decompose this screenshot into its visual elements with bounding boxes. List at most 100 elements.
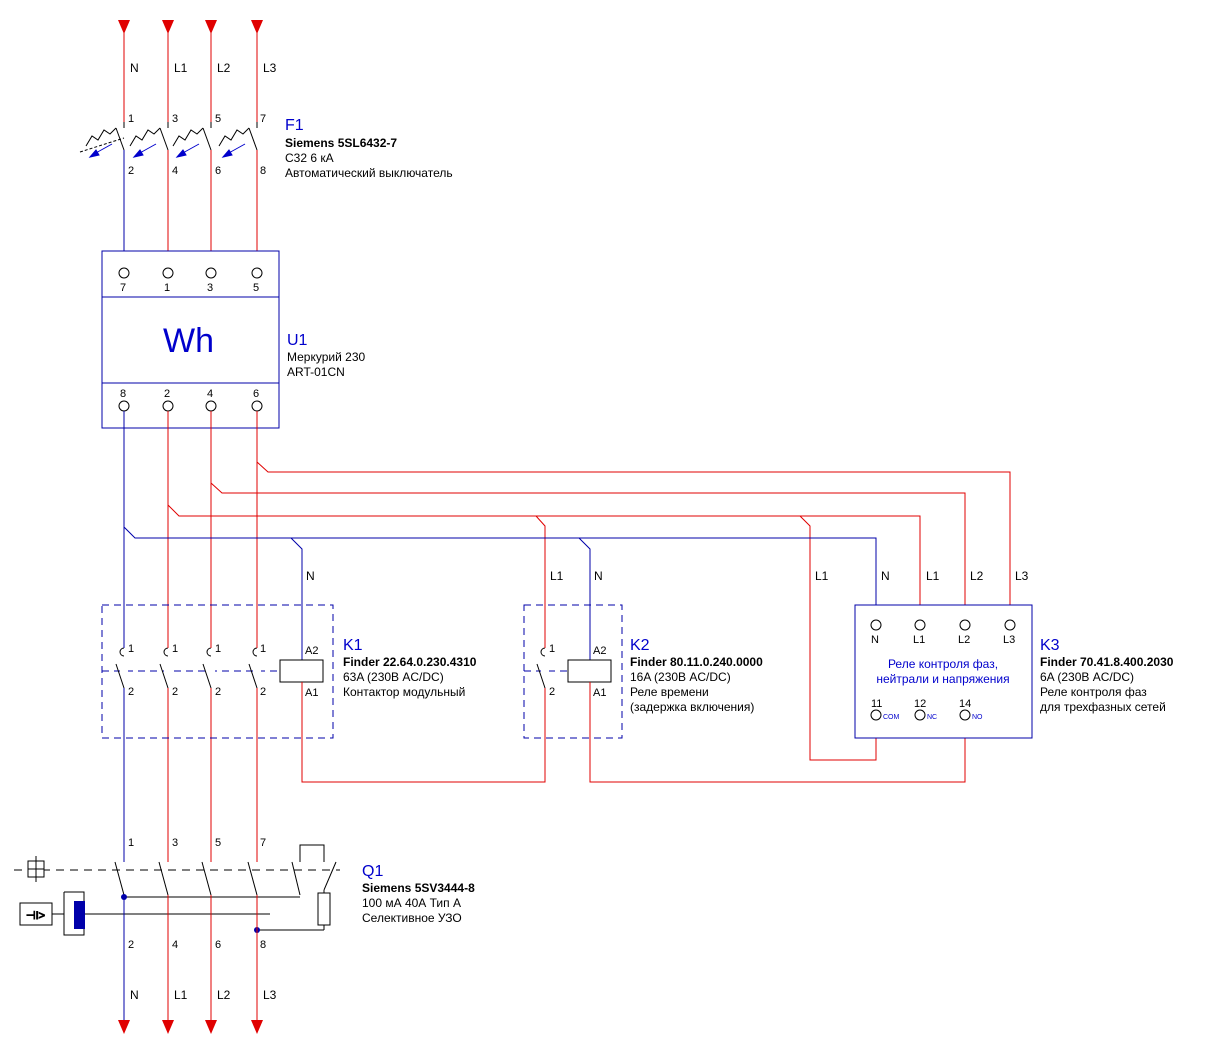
f1-trip-arrows (88, 143, 246, 158)
q1-terminal-top-3: 3 (172, 837, 178, 849)
u1-terminal-bottom-2: 2 (164, 388, 170, 400)
k2-coil-a2: A2 (593, 645, 606, 657)
f1-terminal-top-7: 7 (260, 113, 266, 125)
f1-description: Автоматический выключатель (285, 166, 453, 180)
k2-rating: 16A (230В AC/DC) (630, 670, 731, 684)
f1-terminal-bottom-2: 2 (128, 165, 134, 177)
q1-terminal-bottom-8: 8 (260, 939, 266, 951)
k1-contact-top-l3: 1 (260, 643, 266, 655)
q1-rating: 100 мА 40А Тип А (362, 896, 461, 910)
k3-wire-label-n: N (881, 569, 890, 583)
f1-breaker-symbol (79, 122, 258, 153)
k3-contact-14: 14 (959, 698, 971, 710)
u1-designator: U1 (287, 332, 308, 349)
branch-wiring (123, 461, 1011, 783)
k2-contact-top: 1 (549, 643, 555, 655)
k1-contacts (115, 640, 261, 700)
k1-coil-wire-label: N (306, 569, 315, 583)
u1-model-line2: ART-01CN (287, 365, 345, 379)
k1-coil-a2: A2 (305, 645, 318, 657)
q1-terminal-top-5: 5 (215, 837, 221, 849)
u1-terminal-bottom-8: 8 (120, 388, 126, 400)
k1-contact-bottom-l1: 2 (172, 686, 178, 698)
output-label-l3: L3 (263, 988, 277, 1002)
u1-wh-symbol: Wh (163, 322, 214, 360)
k3-wire-label-l3: L3 (1015, 569, 1029, 583)
q1-terminal-top-7: 7 (260, 837, 266, 849)
output-label-l1: L1 (174, 988, 188, 1002)
q1-core (74, 901, 85, 929)
k1-description: Контактор модульный (343, 685, 465, 699)
k1-model: Finder 22.64.0.230.4310 (343, 655, 477, 669)
k1-rating: 63A (230В AC/DC) (343, 670, 444, 684)
k3-contact-nc: NC (927, 714, 937, 721)
q1-designator: Q1 (362, 863, 383, 880)
k3-contact-com: COM (883, 714, 900, 721)
k1-frame (101, 604, 334, 739)
k1-coil (279, 659, 324, 683)
output-label-n: N (130, 988, 139, 1002)
k1-designator: K1 (343, 637, 363, 654)
f1-terminal-bottom-4: 4 (172, 165, 178, 177)
output-label-l2: L2 (217, 988, 231, 1002)
k3-designator: K3 (1040, 637, 1060, 654)
k2-wire-phase-label: L1 (550, 569, 564, 583)
k3-wire-label-l1: L1 (926, 569, 940, 583)
u1-meter-box (101, 250, 280, 429)
f1-terminal-top-5: 5 (215, 113, 221, 125)
k3-input-n: N (871, 634, 879, 646)
q1-model: Siemens 5SV3444-8 (362, 881, 475, 895)
input-label-n: N (130, 61, 139, 75)
k3-wire-label-l2: L2 (970, 569, 984, 583)
k2-coil-a1: A1 (593, 687, 606, 699)
k3-input-l2: L2 (958, 634, 970, 646)
k2-description-line2: (задержка включения) (630, 700, 754, 714)
q1-terminal-bottom-4: 4 (172, 939, 178, 951)
k3-terminals (870, 619, 1016, 721)
k3-description-line1: Реле контроля фаз (1040, 685, 1147, 699)
k2-wire-neutral-label: N (594, 569, 603, 583)
f1-rating: C32 6 кА (285, 151, 334, 165)
k3-contact-no: NO (972, 714, 983, 721)
main-lines (123, 411, 258, 862)
input-arrows (118, 20, 263, 34)
k3-input-l3: L3 (1003, 634, 1015, 646)
lines-f1-u1 (123, 150, 258, 268)
input-label-l1: L1 (174, 61, 188, 75)
k3-model: Finder 70.41.8.400.2030 (1040, 655, 1174, 669)
k3-input-l1: L1 (913, 634, 925, 646)
u1-model-line1: Меркурий 230 (287, 350, 365, 364)
k1-contact-top-l1: 1 (172, 643, 178, 655)
k1-contact-colored (123, 630, 258, 720)
k3-contact-11: 11 (871, 698, 882, 710)
k2-frame (523, 604, 623, 739)
f1-terminal-bottom-6: 6 (215, 165, 221, 177)
k1-contact-bottom-n: 2 (128, 686, 134, 698)
q1-terminal-top-1: 1 (128, 837, 134, 849)
k2-description-line1: Реле времени (630, 685, 709, 699)
k2-model: Finder 80.11.0.240.0000 (630, 655, 763, 669)
k1-contact-top-n: 1 (128, 643, 134, 655)
k3-contact-12: 12 (914, 698, 926, 710)
q1-description: Селективное УЗО (362, 911, 462, 925)
k3-description-line2: для трехфазных сетей (1040, 700, 1166, 714)
k2-designator: K2 (630, 637, 650, 654)
u1-terminal-bottom-6: 6 (253, 388, 259, 400)
u1-terminal-bottom-4: 4 (207, 388, 213, 400)
q1-terminal-bottom-6: 6 (215, 939, 221, 951)
k1-contact-top-l2: 1 (215, 643, 221, 655)
u1-terminal-top-7: 7 (120, 282, 126, 294)
u1-terminal-top-5: 5 (253, 282, 259, 294)
u1-terminals (118, 267, 263, 412)
input-label-l2: L2 (217, 61, 231, 75)
k2-coil (567, 659, 612, 683)
k3-inner-line2: нейтрали и напряжения (876, 672, 1009, 686)
q1-lines (123, 895, 258, 1025)
f1-model: Siemens 5SL6432-7 (285, 136, 397, 150)
supply-lines-top (123, 30, 258, 122)
u1-terminal-top-1: 1 (164, 282, 170, 294)
f1-designator: F1 (285, 117, 304, 134)
k3-wire-label-l1-com: L1 (815, 569, 829, 583)
svg-text:⊣I>: ⊣I> (26, 910, 45, 922)
f1-terminal-bottom-8: 8 (260, 165, 266, 177)
